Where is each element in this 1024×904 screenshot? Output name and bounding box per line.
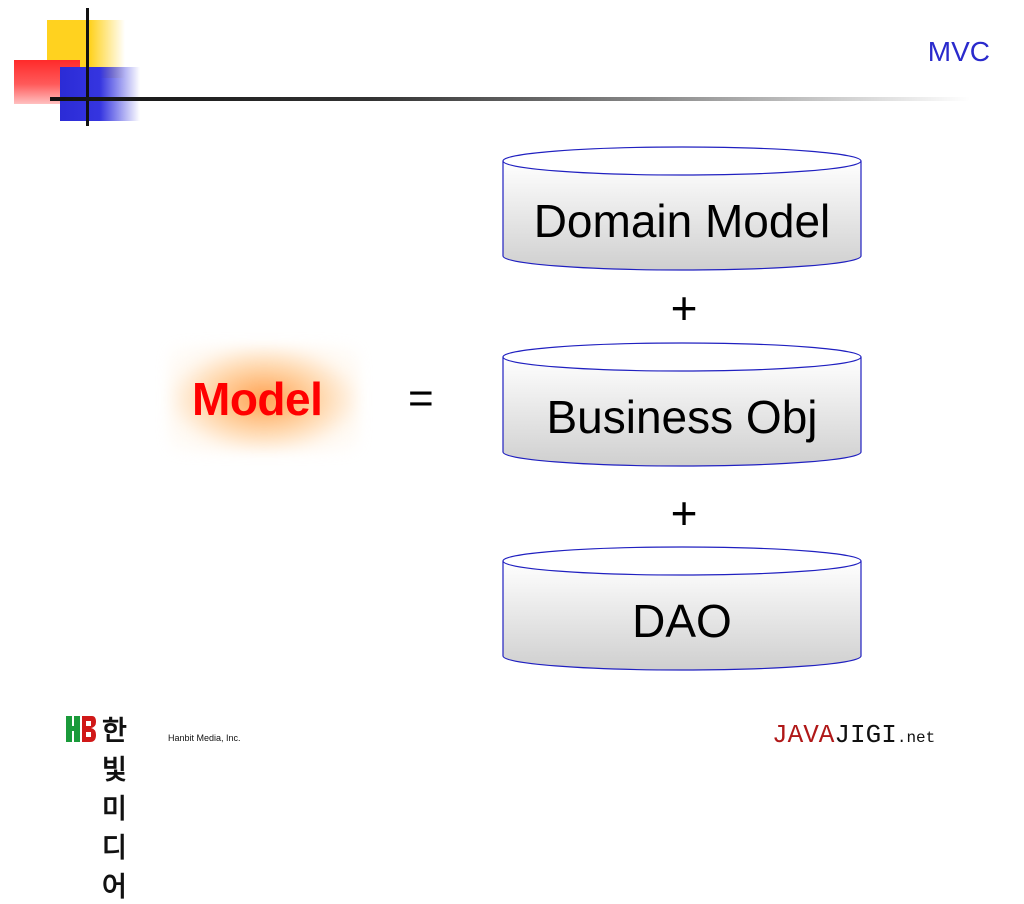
business-obj-cylinder: Business Obj xyxy=(502,342,862,468)
hanbit-english-name: Hanbit Media, Inc. xyxy=(168,733,241,743)
header-decoration-vertical-line xyxy=(86,8,89,126)
equals-sign: = xyxy=(408,374,434,423)
javajigi-logo-jigi: JIGI xyxy=(834,720,897,750)
plus-sign: + xyxy=(670,487,698,539)
domain-model-label: Domain Model xyxy=(533,195,831,247)
javajigi-logo: JAVAJIGI.net xyxy=(772,720,935,750)
header-decoration-blue-square xyxy=(60,67,140,121)
dao-cylinder: DAO xyxy=(502,546,862,672)
slide: MVC Model = Domain Model + xyxy=(14,8,990,903)
javajigi-logo-net: .net xyxy=(896,729,936,747)
cylinder-shape xyxy=(502,342,862,467)
cylinder-shape xyxy=(502,546,862,671)
slide-title: MVC xyxy=(927,36,990,67)
model-label-glow xyxy=(168,345,360,453)
header-decoration-horizontal-line xyxy=(50,97,970,101)
domain-model-cylinder: Domain Model xyxy=(502,146,862,272)
dao-label: DAO xyxy=(632,595,732,647)
business-obj-label: Business Obj xyxy=(546,391,818,443)
model-label: Model xyxy=(192,373,323,425)
cylinder-shape xyxy=(502,146,862,271)
hanbit-korean-name: 한빛미디어 xyxy=(102,716,128,903)
plus-sign: + xyxy=(670,282,698,334)
javajigi-logo-java: JAVA xyxy=(772,720,835,750)
hanbit-mark-icon xyxy=(66,716,96,742)
